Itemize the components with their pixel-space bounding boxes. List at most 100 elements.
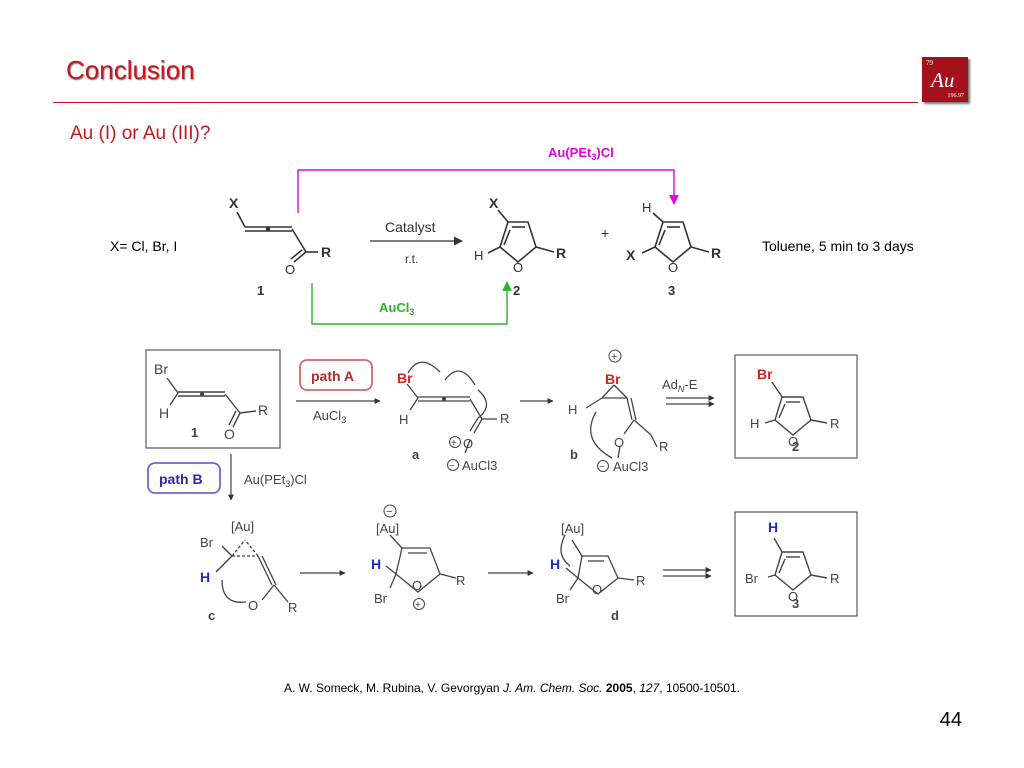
- mech-product-label-3: 3: [792, 596, 799, 611]
- product-3-h: H: [642, 200, 651, 215]
- intermediate-a-dot: [442, 397, 446, 401]
- intermediate-b-minus-charge: [597, 460, 609, 472]
- logo-atomic-number: 79: [926, 59, 933, 67]
- intermediate-b-bonds: [585, 384, 658, 459]
- mech-product-3-o: O: [788, 589, 798, 604]
- intermediate-c-au: [Au]: [231, 519, 254, 534]
- product-2-h: H: [474, 248, 483, 263]
- intermediate-b-o: O: [614, 435, 624, 450]
- conditions-note: Toluene, 5 min to 3 days: [762, 238, 914, 254]
- mech-product-2-o: O: [788, 434, 798, 449]
- intermediate-label-a: a: [412, 447, 420, 462]
- intermediate-a-br: Br: [397, 370, 413, 386]
- plus-sign: +: [601, 225, 609, 241]
- product-2-o: O: [513, 260, 523, 275]
- reference-pages: , 10500-10501.: [659, 681, 741, 695]
- mech-product-3-ring: [767, 537, 828, 591]
- intermediate-b-h: H: [568, 402, 577, 417]
- intermediate-label-d: d: [611, 608, 619, 623]
- intermediate-a-aucl3: AuCl3: [462, 458, 497, 473]
- intermediate-c-o: O: [248, 598, 258, 613]
- atom-x: X: [229, 195, 239, 211]
- product-3-o: O: [668, 260, 678, 275]
- start-o: O: [224, 426, 235, 442]
- substituent-note: X= Cl, Br, I: [110, 238, 177, 254]
- compound-1-structure: [236, 211, 318, 263]
- atom-r: R: [321, 244, 331, 260]
- intermediate-c-h: H: [200, 569, 210, 585]
- temperature-label: r.t.: [405, 252, 418, 266]
- au3-pathway-arrow: [311, 281, 512, 325]
- intermediate-d-br: Br: [556, 591, 570, 606]
- product-2-x: X: [489, 195, 499, 211]
- zwitterion-minus: −: [386, 506, 392, 518]
- path-a-reagent: AuCl3: [313, 408, 346, 425]
- zwitterion-h: H: [371, 556, 381, 572]
- start-label-1: 1: [191, 425, 198, 440]
- product-2-r: R: [556, 245, 566, 261]
- intermediate-d-h: H: [550, 556, 560, 572]
- intermediate-a-h: H: [399, 412, 408, 427]
- start-r: R: [258, 402, 268, 418]
- intermediate-b-br: Br: [605, 371, 621, 387]
- mech-product-3-br: Br: [745, 571, 759, 586]
- zwitterion-plus: +: [415, 600, 421, 611]
- mech-product-label-2: 2: [792, 439, 799, 454]
- au3-catalyst-label: AuCl3: [379, 300, 414, 317]
- reference-year: 2005: [605, 681, 633, 695]
- logo-atomic-mass: 196.97: [947, 93, 965, 99]
- product-3-furan: [641, 212, 710, 264]
- product-3-box: [734, 511, 858, 617]
- intermediate-a-plus-charge: [449, 436, 461, 448]
- product-3-x: X: [626, 247, 636, 263]
- zwitterion-br: Br: [374, 591, 388, 606]
- catalyst-label: Catalyst: [385, 219, 436, 235]
- zwitterion-r: R: [456, 573, 465, 588]
- zwitterion-o: O: [412, 578, 422, 593]
- intermediate-d-o: O: [592, 582, 602, 597]
- reference-citation: A. W. Someck, M. Rubina, V. Gevorgyan J.…: [283, 681, 741, 695]
- au1-pathway-arrow: [297, 169, 679, 213]
- zwitterion-au: [Au]: [376, 521, 399, 536]
- start-material-box: [145, 349, 281, 449]
- reference-authors: A. W. Someck, M. Rubina, V. Gevorgyan: [283, 681, 503, 695]
- zwitterion-plus-charge: [413, 598, 425, 610]
- start-material-bonds: [166, 377, 257, 428]
- atom-o: O: [285, 262, 295, 277]
- compound-label-1: 1: [257, 283, 264, 298]
- compound-label-2: 2: [513, 283, 520, 298]
- intermediate-d-au: [Au]: [561, 521, 584, 536]
- mech-product-2-h: H: [750, 416, 759, 431]
- reference-volume: 127: [639, 681, 660, 695]
- mech-product-3-h: H: [768, 519, 778, 535]
- path-b-label: path B: [159, 471, 203, 487]
- intermediate-d-r: R: [636, 573, 645, 588]
- path-b-reagent: Au(PEt3)Cl: [244, 472, 307, 489]
- start-h: H: [159, 405, 169, 421]
- path-a-label: path A: [311, 368, 354, 384]
- intermediate-d-bonds: [560, 534, 635, 595]
- slide-title: Conclusion: [66, 55, 195, 85]
- zwitterion-minus-charge: [383, 504, 397, 518]
- page-number: 44: [939, 709, 962, 731]
- zwitterion-bonds: [385, 534, 457, 593]
- intermediate-a-r: R: [500, 411, 509, 426]
- path-b-badge: [147, 462, 221, 494]
- intermediate-b-r: R: [659, 439, 668, 454]
- ade-label: AdN-E: [662, 377, 698, 394]
- mech-product-2-ring: [764, 381, 828, 436]
- top-scheme: X= Cl, Br, I Toluene, 5 min to 3 days X …: [110, 145, 914, 325]
- allene-center-dot: [265, 226, 271, 232]
- title-divider: [53, 102, 918, 103]
- gold-element-logo: 79 Au 196.97: [922, 57, 968, 102]
- intermediate-c-bonds: [215, 539, 289, 603]
- compound-label-3: 3: [668, 283, 675, 298]
- product-2-furan: [487, 209, 555, 264]
- mechanism-scheme: Br H R O 1 path A AuCl3 Br H R +: [145, 349, 858, 623]
- intermediate-b-aucl3: AuCl3: [613, 459, 648, 474]
- intermediate-c-r: R: [288, 600, 297, 615]
- mech-product-2-r: R: [830, 416, 839, 431]
- intermediate-a-o: O: [463, 436, 473, 451]
- intermediate-a-minus-charge: [447, 459, 459, 471]
